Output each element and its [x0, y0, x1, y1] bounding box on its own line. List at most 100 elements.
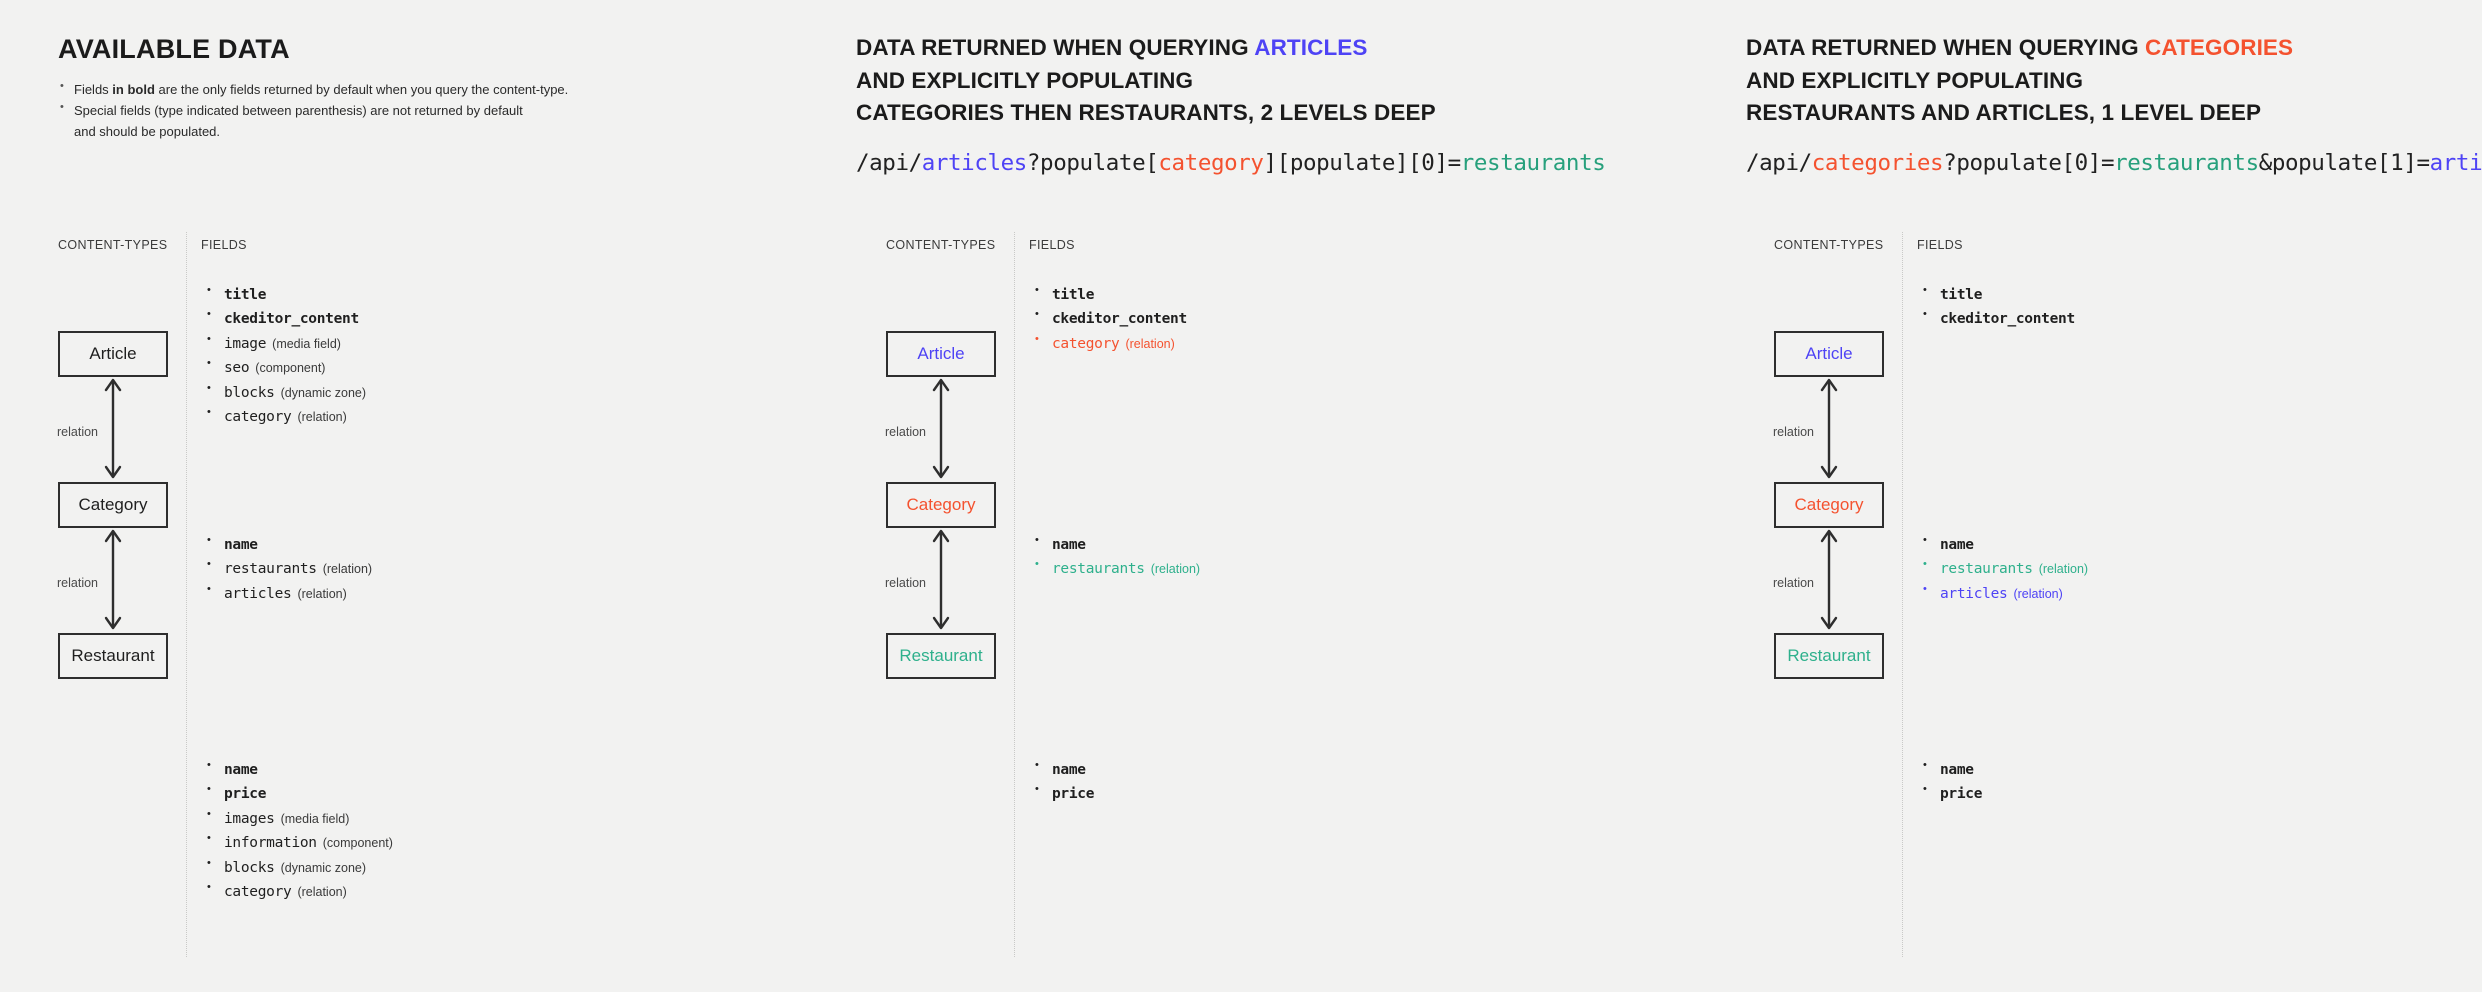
field-item: articles(relation)	[1922, 581, 2088, 606]
api-path-segment: restaurants	[2114, 149, 2259, 176]
field-type: (media field)	[280, 811, 350, 826]
content-type-box-article[interactable]: Article	[886, 331, 996, 377]
title-segment: CATEGORIES	[2145, 35, 2294, 60]
field-name: title	[1940, 287, 1983, 303]
panel-available-data: AVAILABLE DATA Fields in bold are the onl…	[0, 0, 856, 992]
relation-arrow	[929, 377, 953, 485]
relation-label: relation	[1773, 576, 1814, 590]
relation-arrow-icon	[104, 378, 122, 479]
api-path-segment: restaurants	[1460, 149, 1606, 176]
field-name: blocks	[224, 384, 275, 401]
page-title: AVAILABLE DATA	[58, 34, 290, 64]
field-item: name	[1034, 532, 1200, 557]
field-name: ckeditor_content	[1940, 311, 2075, 328]
content-type-label: Article	[89, 344, 137, 363]
relation-arrow	[929, 528, 953, 636]
field-name: name	[1052, 537, 1086, 553]
title-line: RESTAURANTS AND ARTICLES, 1 LEVEL DEEP	[1746, 97, 2482, 130]
content-type-box-category[interactable]: Category	[58, 482, 168, 528]
field-type: (relation)	[1125, 336, 1175, 351]
fields-list: titleckeditor_contentimage(media field)s…	[206, 282, 366, 430]
content-type-box-restaurant[interactable]: Restaurant	[1774, 633, 1884, 679]
fields-list: namerestaurants(relation)articles(relati…	[1922, 532, 2088, 606]
content-type-box-restaurant[interactable]: Restaurant	[886, 633, 996, 679]
field-item: seo(component)	[206, 355, 366, 380]
relation-arrow	[1817, 528, 1841, 636]
field-name: title	[224, 287, 267, 303]
relation-arrow-icon	[932, 529, 950, 630]
relation-label: relation	[885, 425, 926, 439]
field-name: price	[1940, 786, 1983, 803]
field-item: title	[1034, 282, 1187, 307]
notes-list: Fields in bold are the only fields retur…	[58, 78, 568, 142]
field-item: category(relation)	[1034, 331, 1187, 356]
field-item: images (media field)	[206, 806, 393, 831]
column-header-fields: FIELDS	[1029, 238, 1075, 252]
content-type-label: Article	[917, 344, 965, 363]
column-divider	[1014, 232, 1015, 957]
field-name: category	[224, 884, 292, 901]
field-name: price	[1052, 786, 1095, 803]
fields-list: title ckeditor_content	[1922, 282, 2075, 332]
fields-list: name price	[1922, 757, 1983, 807]
field-item: image(media field)	[206, 331, 366, 356]
relation-label: relation	[57, 576, 98, 590]
fields-list: namepriceimages(media field)information(…	[206, 757, 393, 905]
content-type-box-category[interactable]: Category	[1774, 482, 1884, 528]
api-endpoint-path: /api/articles?populate[category][populat…	[856, 149, 1606, 176]
field-item: ckeditor_content	[1922, 306, 2075, 331]
column-header-fields: FIELDS	[201, 238, 247, 252]
field-name: title	[1052, 287, 1095, 303]
field-name: price	[224, 786, 267, 803]
field-name: image	[224, 335, 267, 352]
field-item: name	[1034, 757, 1094, 782]
title-segment: AND EXPLICITLY POPULATING	[1746, 67, 2084, 93]
content-type-label: Category	[1794, 495, 1864, 514]
field-item: price	[1034, 781, 1095, 806]
title-line: DATA RETURNED WHEN QUERYING CATEGORIES	[1746, 32, 2482, 65]
field-type: (relation)	[297, 586, 347, 601]
field-item: price	[1922, 781, 1983, 806]
field-name: restaurants	[1940, 561, 2033, 578]
panel-heading: AVAILABLE DATA Fields in bold are the onl…	[58, 32, 568, 142]
field-name: ckeditor_content	[1052, 311, 1187, 328]
fields-list: title ckeditor_content category(relation)	[1034, 282, 1187, 356]
content-type-box-restaurant[interactable]: Restaurant	[58, 633, 168, 679]
field-name: blocks	[224, 859, 275, 876]
field-type: (component)	[322, 836, 393, 851]
note-item: and should be populated.	[74, 123, 221, 139]
field-item: information(component)	[206, 830, 393, 855]
note-item: Fields in bold are the only fields retur…	[58, 78, 568, 100]
title-segment: RESTAURANTS AND ARTICLES, 1 LEVEL DEEP	[1746, 100, 2262, 126]
api-path-segment: ?populate[0]=	[1943, 149, 2115, 176]
content-type-label: Category	[906, 495, 976, 514]
field-name: images	[224, 810, 275, 827]
field-type: (dynamic zone)	[280, 860, 367, 875]
api-path-segment: articles	[2429, 149, 2482, 176]
field-item: restaurants(relation)	[1922, 556, 2088, 581]
relation-arrow-icon	[1820, 378, 1838, 479]
relation-arrow	[101, 528, 125, 636]
content-type-label: Restaurant	[1787, 646, 1871, 665]
relation-label: relation	[1773, 425, 1814, 439]
api-path-segment: &populate[1]=	[2258, 149, 2430, 176]
fields-list: name restaurants(relation)	[1034, 532, 1201, 582]
field-item: articles(relation)	[206, 581, 372, 606]
field-item: category(relation)	[206, 404, 366, 429]
field-item: title	[1922, 282, 2075, 307]
content-type-box-article[interactable]: Article	[1774, 331, 1884, 377]
field-name: name	[224, 537, 258, 553]
api-path-segment: /api/	[1746, 149, 1812, 176]
api-endpoint-path: /api/categories?populate[0]=restaurants&…	[1746, 150, 2482, 176]
api-path-segment: category	[1158, 149, 1264, 176]
content-type-box-article[interactable]: Article	[58, 331, 168, 377]
relation-arrow-icon	[104, 529, 122, 630]
content-type-box-category[interactable]: Category	[886, 482, 996, 528]
field-item: name	[1922, 757, 1982, 782]
field-name: name	[1940, 762, 1974, 778]
field-type: (relation)	[2013, 586, 2063, 601]
field-type: (relation)	[1150, 562, 1201, 577]
field-item: restaurants(relation)	[1034, 556, 1201, 581]
